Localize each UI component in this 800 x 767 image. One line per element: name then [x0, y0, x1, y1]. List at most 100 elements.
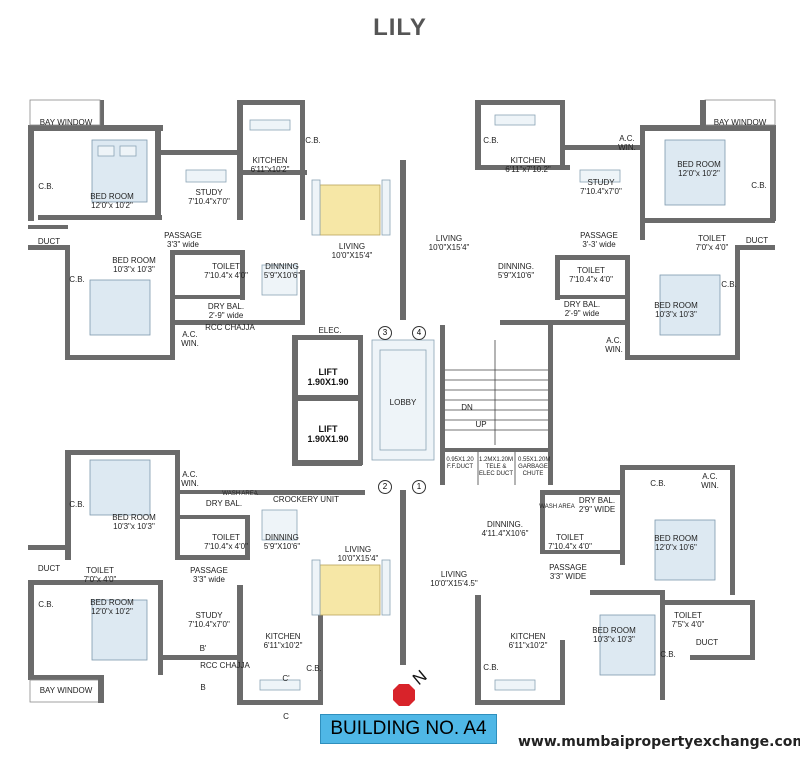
study-label: STUDY [587, 178, 615, 187]
rcc-chajja-label: RCC CHAJJA [200, 661, 250, 670]
living-dim: 10'0"X15'4" [331, 251, 373, 260]
toilet-label: TOILET [674, 611, 702, 620]
bedroom-label: BED ROOM [654, 301, 698, 310]
drybal-dim: 2'9" WIDE [578, 505, 616, 514]
drybal-label: DRY BAL. [205, 499, 243, 508]
wash-area-label: WASH AREA [222, 491, 258, 497]
cb-label: C.B. [660, 650, 676, 659]
living-dim: 10'0"X15'4" [428, 243, 470, 252]
living-label: LIVING [338, 242, 366, 251]
lift-label: LIFT [318, 367, 338, 377]
living-label: LIVING [435, 234, 463, 243]
passage-label: PASSAGE [580, 231, 618, 240]
duct-label: DUCT [37, 564, 61, 573]
lobby-label: LOBBY [389, 398, 417, 407]
kitchen-dim: 6'11"x10'2" [250, 165, 290, 174]
duct-label: DUCT [695, 638, 719, 647]
bedroom-label: BED ROOM [654, 534, 698, 543]
cb-label: C.B. [721, 280, 737, 289]
cb-label: C.B. [483, 136, 499, 145]
dinning-label: DINNING. [487, 520, 523, 529]
passage-dim: 3'3" WIDE [549, 572, 587, 581]
section-marker: C' [282, 674, 290, 683]
toilet-dim: 7'10.4"x 4'0" [204, 542, 248, 551]
bay-window-label: BAY WINDOW [39, 118, 93, 127]
building-number-badge: BUILDING NO. A4 [320, 714, 497, 744]
living-label: LIVING [344, 545, 372, 554]
ac-label: A.C. [702, 472, 718, 481]
bedroom-dim: 10'3"x 10'3" [655, 310, 697, 319]
section-marker: C [283, 712, 289, 721]
study-label: STUDY [195, 611, 223, 620]
cb-label: C.B. [38, 182, 54, 191]
kitchen-label: KITCHEN [510, 156, 546, 165]
flat-bottom-right [475, 465, 755, 705]
cb-label: C.B. [38, 600, 54, 609]
toilet-dim: 7'0"x 4'0" [83, 575, 117, 584]
bedroom-dim: 10'3"x 10'3" [593, 635, 635, 644]
lift-label: LIFT [318, 424, 338, 434]
kitchen-label: KITCHEN [265, 632, 301, 641]
drybal-label: DRY BAL. [207, 302, 245, 311]
stair-up-label: UP [475, 420, 487, 429]
cb-label: C.B. [306, 664, 322, 673]
lift-dim: 1.90X1.90 [307, 434, 349, 444]
north-marker-icon [393, 684, 415, 706]
dinning-dim: 5'9"X10'6" [263, 542, 301, 551]
bedroom-dim: 10'3"x 10'3" [113, 265, 155, 274]
bay-window-label: BAY WINDOW [39, 686, 93, 695]
stair-down-label: DN [461, 403, 473, 412]
study-dim: 7'10.4"x7'0" [188, 620, 230, 629]
elec-label: ELEC. [318, 326, 342, 335]
website-label: www.mumbaipropertyexchange.com [518, 734, 800, 750]
study-dim: 7'10.4"x7'0" [580, 187, 622, 196]
bedroom-dim: 12'0"x 10'2" [678, 169, 720, 178]
kitchen-dim: 6'11"x7'10.2" [505, 165, 551, 174]
kitchen-label: KITCHEN [252, 156, 288, 165]
living-label: LIVING [440, 570, 468, 579]
dinning-label: DINNING. [498, 262, 534, 271]
kitchen-dim: 6'11"x10'2" [263, 641, 303, 650]
duct-label: DUCT [745, 236, 769, 245]
section-marker: B [200, 683, 206, 692]
toilet-dim: 7'0"x 4'0" [695, 243, 729, 252]
dinning-dim: 5'9"X10'6" [497, 271, 535, 280]
drybal-label: DRY BAL. [578, 496, 616, 505]
dinning-dim: 5'9"X10'6" [263, 271, 301, 280]
passage-dim: 3'3" wide [193, 575, 225, 584]
bedroom-dim: 12'0"x 10'2" [91, 607, 133, 616]
cb-label: C.B. [650, 479, 666, 488]
bedroom-label: BED ROOM [592, 626, 636, 635]
crockery-unit-label: CROCKERY UNIT [273, 495, 339, 504]
passage-dim: 3'-3' wide [582, 240, 616, 249]
ac-win-label: A.C. WIN. [181, 330, 199, 348]
cb-label: C.B. [751, 181, 767, 190]
passage-label: PASSAGE [549, 563, 587, 572]
flat-top-left [28, 99, 391, 360]
tele-duct-label: 1.2MX1.20M TELE & ELEC DUCT [479, 457, 514, 477]
ff-duct-label: 0.95X1.20 F.F.DUCT [446, 457, 474, 470]
dinning-label: DINNING [265, 262, 299, 271]
cb-label: C.B. [483, 663, 499, 672]
cb-label: C.B. [69, 275, 85, 284]
marker-1: 1 [412, 480, 426, 494]
dinning-label: DINNING [265, 533, 299, 542]
wash-area-label: WASH AREA [539, 504, 575, 510]
bedroom-label: BED ROOM [677, 160, 721, 169]
toilet-label: TOILET [86, 566, 114, 575]
kitchen-dim: 6'11"x10'2" [508, 641, 548, 650]
bedroom-label: BED ROOM [112, 256, 156, 265]
flat-top-right [400, 99, 776, 360]
section-marker: B' [199, 644, 207, 653]
marker-4: 4 [412, 326, 426, 340]
toilet-label: TOILET [577, 266, 605, 275]
toilet-dim: 7'10.4"x 4'0" [548, 542, 592, 551]
garbage-chute-label: 0.55X1.20M GARBAGE CHUTE [518, 457, 551, 477]
ac-win-label: A.C. WIN. [181, 470, 199, 488]
toilet-dim: 7'10.4"x 4'0" [204, 271, 248, 280]
rcc-chajja-label: RCC CHAJJA [205, 323, 255, 332]
toilet-label: TOILET [212, 533, 240, 542]
ac-label: A.C. [619, 134, 635, 143]
lift-dim: 1.90X1.90 [307, 377, 349, 387]
